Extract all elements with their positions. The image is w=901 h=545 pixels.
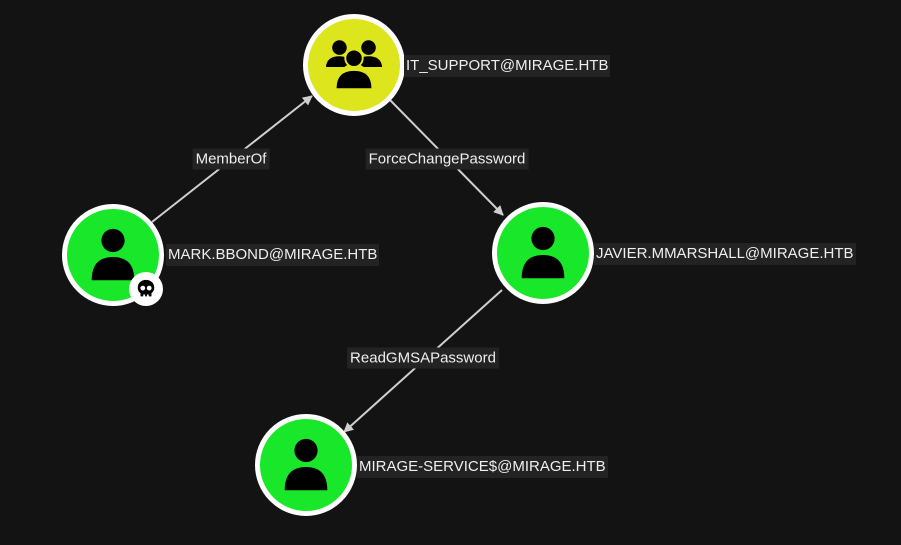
edge-label-readgmsapassword[interactable]: ReadGMSAPassword [347,347,499,369]
node-mirage-service[interactable] [255,414,357,516]
skull-icon [137,279,155,297]
user-icon [91,228,135,281]
node-it-support[interactable] [303,14,405,116]
owned-badge [129,272,163,306]
user-icon [284,438,328,491]
node-label-it-support: IT_SUPPORT@MIRAGE.HTB [404,55,611,77]
node-label-javier-mmarshall: JAVIER.MMARSHALL@MIRAGE.HTB [594,243,856,265]
edge-label-memberof[interactable]: MemberOf [192,148,270,170]
node-javier-mmarshall[interactable] [492,202,594,304]
node-label-mirage-service: MIRAGE-SERVICE$@MIRAGE.HTB [357,456,608,478]
edge-label-forcechangepassword[interactable]: ForceChangePassword [365,148,529,170]
node-label-mark-bbond: MARK.BBOND@MIRAGE.HTB [166,244,380,266]
group-icon [325,40,383,89]
user-icon [521,226,565,279]
